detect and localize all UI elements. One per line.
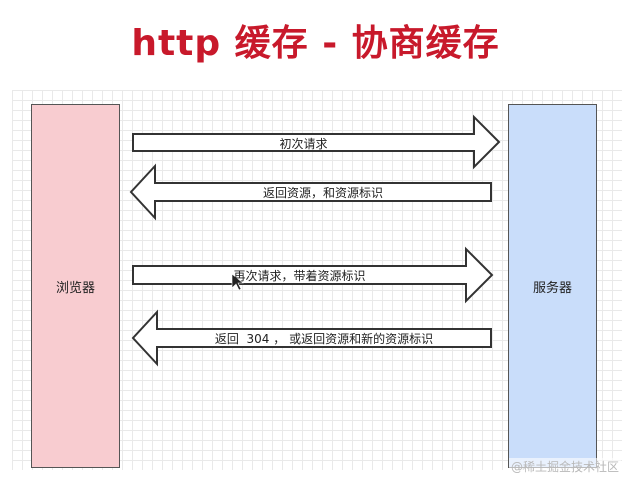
- arrow-1-label: 初次请求: [279, 137, 328, 151]
- arrow-2-label: 返回资源，和资源标识: [262, 186, 383, 200]
- arrow-4-label: 返回 304 ， 或返回资源和新的资源标识: [214, 332, 434, 346]
- arrow-3-request-again: [132, 246, 494, 304]
- browser-box: 浏览器: [31, 104, 120, 468]
- server-label: 服务器: [532, 280, 572, 296]
- browser-label: 浏览器: [55, 280, 95, 296]
- diagram-title: http 缓存 - 协商缓存: [131, 23, 500, 64]
- arrow-4-response-304: [131, 309, 492, 367]
- arrow-3-label: 再次请求，带着资源标识: [233, 269, 366, 283]
- cursor-icon: [231, 273, 244, 291]
- server-box: 服务器: [508, 104, 597, 468]
- arrow-1-request: [132, 114, 501, 170]
- watermark: @稀土掘金技术社区: [508, 458, 621, 475]
- arrow-2-response: [129, 163, 492, 221]
